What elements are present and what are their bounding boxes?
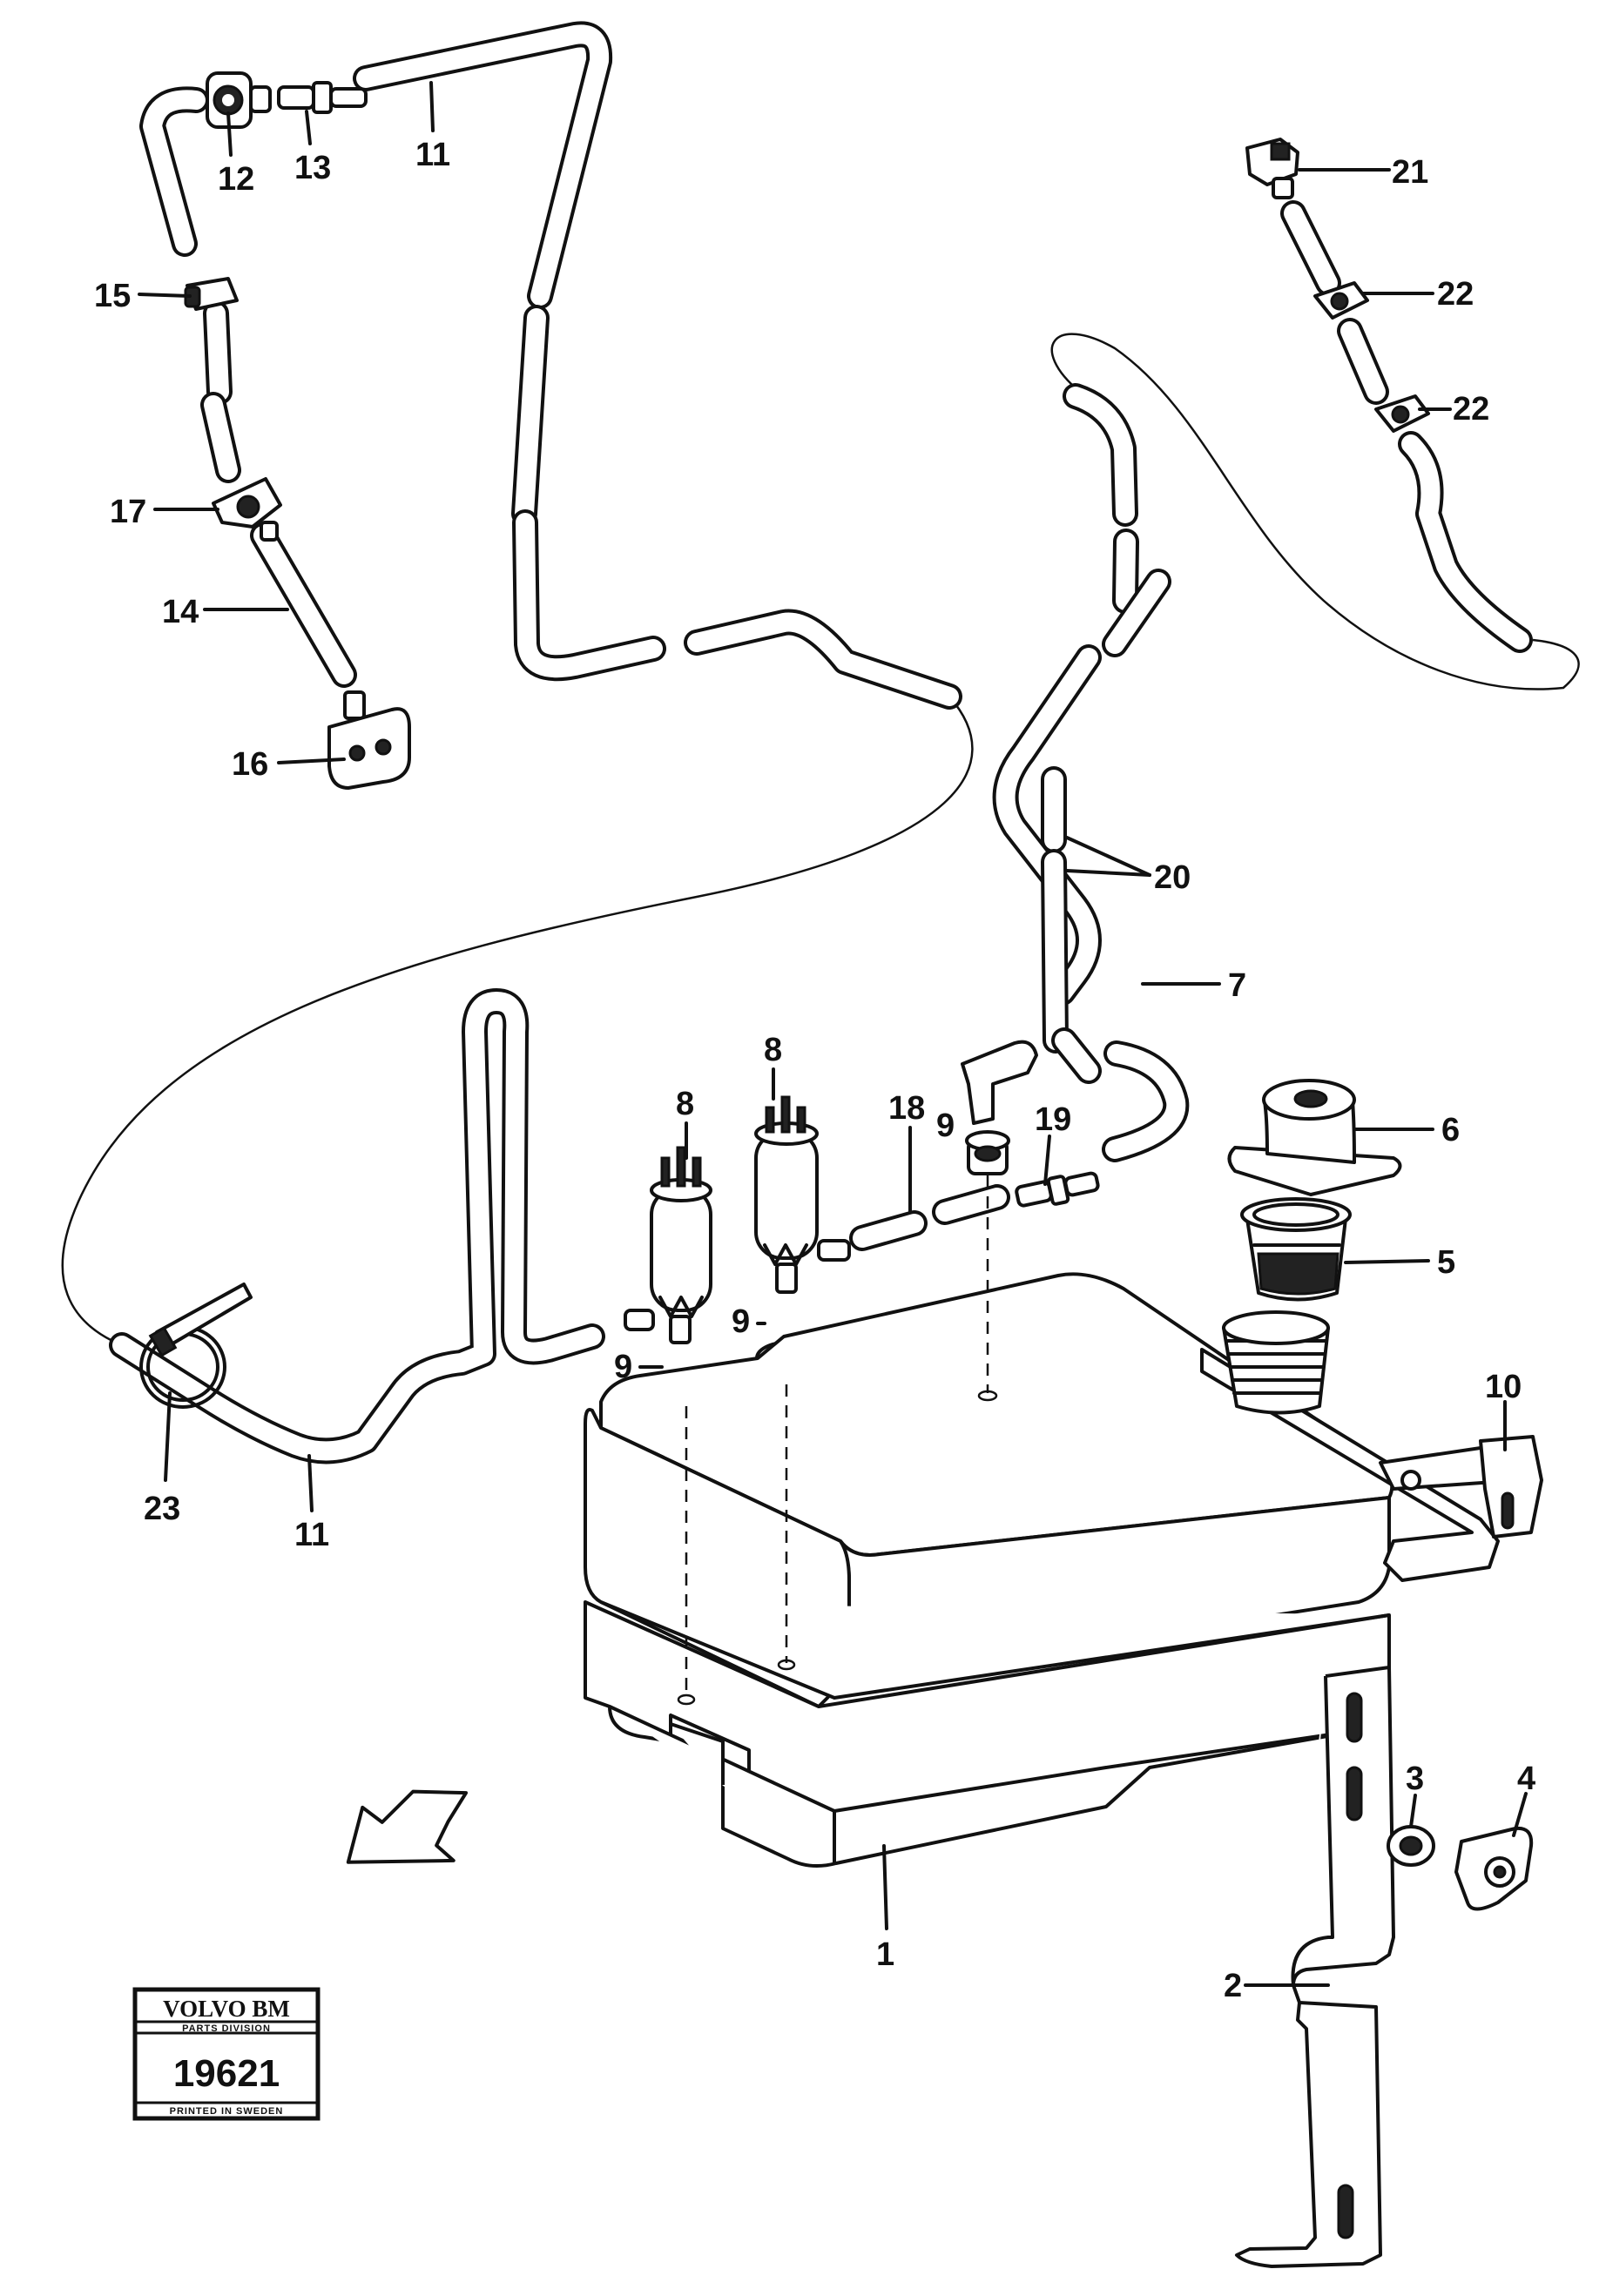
callout-4: 4 [1517, 1761, 1535, 1797]
clip-22-upper [1313, 281, 1369, 320]
clip-22-lower [1374, 394, 1430, 433]
callout-7: 7 [1228, 967, 1246, 1004]
strainer-5 [1240, 1197, 1352, 1302]
clamp-23 [139, 1283, 253, 1409]
callout-8-right: 8 [764, 1032, 782, 1068]
callout-3: 3 [1406, 1761, 1424, 1797]
callout-1: 1 [876, 1936, 894, 1973]
pump-8-left [624, 1146, 712, 1344]
hose-7-and-20 [992, 383, 1190, 1162]
thin-loop-right [1050, 333, 1580, 690]
left-hose-chain [139, 86, 241, 483]
nozzle-21 [1245, 138, 1299, 199]
hose-14 [250, 522, 357, 688]
direction-arrow [346, 1789, 469, 1864]
filler-neck [1222, 1310, 1330, 1415]
callout-9-mid: 9 [732, 1303, 750, 1340]
bracket-2 [1235, 1666, 1395, 2268]
stamp-brand: VOLVO BM [163, 1996, 290, 2022]
volvo-bm-stamp: VOLVO BM PARTS DIVISION 19621 PRINTED IN… [132, 1987, 321, 2121]
cap-6 [1227, 1079, 1402, 1196]
hose-11-lower [109, 988, 605, 1464]
callout-14: 14 [162, 594, 199, 630]
thin-loop-left [61, 696, 974, 1347]
callout-17: 17 [110, 494, 146, 530]
callout-6: 6 [1441, 1112, 1460, 1148]
clip-17 [212, 477, 282, 542]
callouts: 12 13 11 15 17 14 16 21 22 22 20 7 8 8 9… [94, 137, 1535, 2004]
callout-22-lower: 22 [1453, 391, 1489, 428]
connector-13 [277, 81, 368, 114]
hose-11-upper [353, 21, 962, 710]
stamp-printed: PRINTED IN SWEDEN [170, 2106, 284, 2117]
callout-10: 10 [1485, 1369, 1522, 1405]
clamp-15 [184, 277, 239, 311]
leader-lines [138, 81, 1528, 1987]
callout-16: 16 [232, 746, 268, 783]
elbow-fitting [961, 1040, 1038, 1125]
callout-19: 19 [1035, 1101, 1071, 1138]
callout-13: 13 [294, 150, 331, 186]
callout-5: 5 [1437, 1244, 1455, 1281]
callout-22-upper: 22 [1437, 276, 1474, 313]
callout-12: 12 [218, 161, 254, 198]
hose-18 [849, 1184, 1010, 1251]
callout-11-bottom: 11 [294, 1517, 329, 1553]
right-hose-chain [1280, 200, 1533, 653]
pump-8-right [754, 1095, 851, 1294]
connector-19 [1015, 1171, 1100, 1208]
grommet-9-c [965, 1130, 1010, 1175]
callout-9-upper: 9 [936, 1108, 955, 1144]
callout-15: 15 [94, 278, 131, 314]
callout-2: 2 [1224, 1968, 1242, 2004]
wing-nut-4 [1454, 1826, 1534, 1911]
callout-23: 23 [144, 1491, 180, 1527]
callout-9-left: 9 [614, 1349, 632, 1385]
nozzle-12 [206, 71, 272, 129]
tensioner-10 [1379, 1435, 1543, 1539]
callout-8-left: 8 [676, 1086, 694, 1122]
stamp-number: 19621 [173, 2052, 280, 2095]
callout-21: 21 [1392, 154, 1428, 191]
callout-18: 18 [888, 1090, 925, 1127]
callout-20: 20 [1154, 859, 1191, 896]
nozzle-16 [327, 690, 411, 790]
stamp-division: PARTS DIVISION [182, 2023, 271, 2034]
callout-11-top: 11 [415, 137, 450, 173]
washer-3 [1387, 1825, 1435, 1867]
